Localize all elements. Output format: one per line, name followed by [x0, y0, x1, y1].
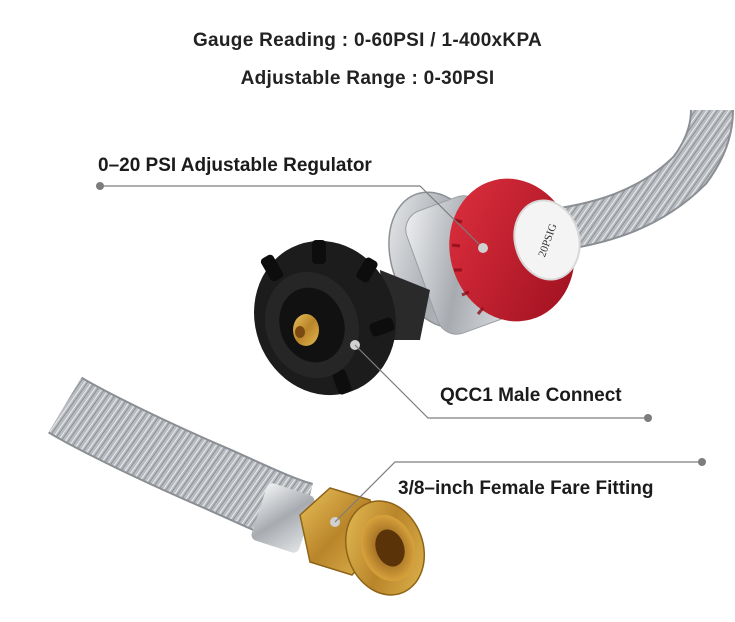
- red-knob: 20PSIG: [449, 178, 581, 322]
- fitting-leader: [330, 458, 706, 527]
- qcc1-callout: QCC1 Male Connect: [440, 385, 622, 406]
- adjustable-range-heading: Adjustable Range : 0-30PSI: [240, 68, 495, 89]
- regulator-callout: 0–20 PSI Adjustable Regulator: [98, 155, 372, 176]
- upper-hose: [537, 109, 734, 254]
- qcc1-connector: [254, 240, 430, 396]
- flare-fitting: [299, 487, 426, 596]
- regulator-leader: [96, 182, 488, 253]
- gauge-reading-heading: Gauge Reading : 0-60PSI / 1-400xKPA: [192, 30, 543, 51]
- fitting-callout: 3/8–inch Female Fare Fitting: [398, 478, 654, 499]
- lower-hose: [48, 376, 315, 553]
- qcc1-leader: [350, 340, 652, 422]
